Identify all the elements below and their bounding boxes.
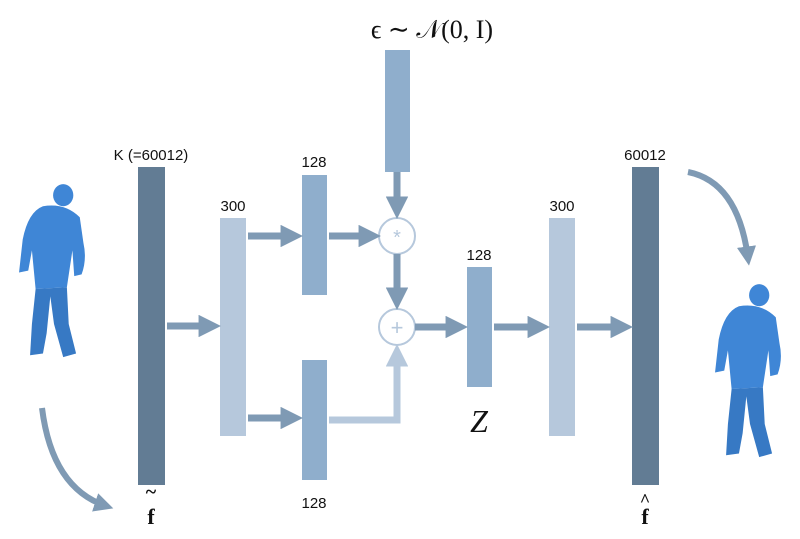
input-accent: ~ — [146, 481, 157, 503]
noise-label: ϵ ∼ 𝒩(0, I) — [371, 15, 493, 44]
output-layer-bar — [632, 167, 659, 485]
input-size-label: K (=60012) — [114, 147, 189, 164]
noise-bar — [385, 50, 410, 172]
input-symbol: f — [147, 504, 155, 529]
decoder-hidden-bar — [549, 218, 575, 436]
add-symbol: + — [391, 315, 404, 340]
input-human-figure-icon — [19, 184, 85, 358]
z-symbol: Z — [470, 403, 489, 439]
z-bar — [467, 267, 492, 387]
output-curved-arrow — [687, 169, 757, 266]
output-symbol: f — [641, 504, 649, 529]
multiply-symbol: * — [393, 227, 401, 249]
output-accent: ^ — [640, 490, 650, 510]
mu-bar — [302, 175, 327, 295]
sigma-bar — [302, 360, 327, 480]
input-layer-bar — [138, 167, 165, 485]
mu-size-label: 128 — [301, 154, 326, 171]
encoder-hidden-bar — [220, 218, 246, 436]
z-size-label: 128 — [466, 247, 491, 264]
arrow-sigma-to-add — [329, 344, 409, 424]
output-human-figure-icon — [715, 284, 781, 458]
sigma-size-label: 128 — [301, 495, 326, 512]
output-size-label: 60012 — [624, 147, 666, 164]
input-curved-arrow — [39, 407, 114, 512]
encoder-hidden-size-label: 300 — [220, 198, 245, 215]
decoder-hidden-size-label: 300 — [549, 198, 574, 215]
